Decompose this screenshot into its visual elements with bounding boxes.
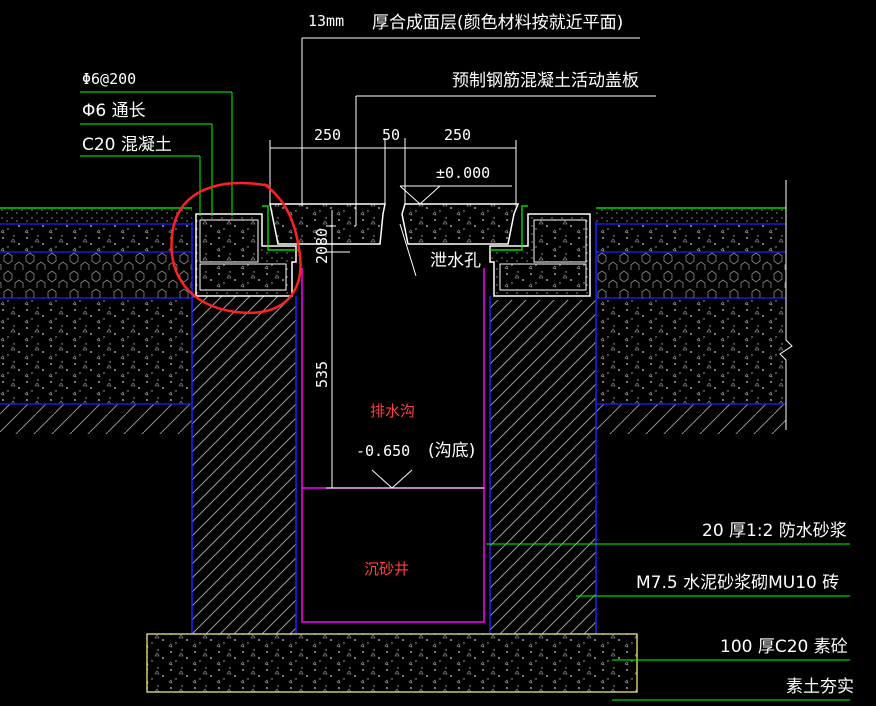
dim-height-80: 80 (313, 228, 331, 246)
dimension-lines (269, 37, 656, 489)
concrete-edge-beams (195, 205, 591, 297)
red-highlight-circle (170, 181, 302, 315)
leader-lines (80, 91, 850, 701)
cover-plates (269, 203, 520, 245)
concrete-label: C20 混凝土 (82, 135, 172, 155)
waterproof-mortar-label: 20 厚1:2 防水砂浆 (702, 521, 847, 541)
dim-width-right: 250 (444, 126, 471, 144)
surface-layer-label: 厚合成面层(颜色材料按就近平面) (372, 13, 623, 33)
rebar-long-label: Φ6 通长 (82, 101, 146, 121)
rebar-spacing-label: Φ6@200 (82, 70, 136, 88)
dim-width-gap: 50 (382, 126, 400, 144)
compacted-soil-label: 素土夯实 (786, 677, 854, 697)
dim-depth-535: 535 (313, 361, 331, 388)
ditch-label: 排水沟 (370, 402, 415, 420)
drain-hole-label: 泄水孔 (430, 251, 481, 271)
ground-layers-left (0, 207, 192, 434)
dim-width-left: 250 (314, 126, 341, 144)
surface-thickness-label: 13mm (308, 12, 344, 30)
masonry-walls (191, 222, 597, 634)
masonry-label: M7.5 水泥砂浆砌MU10 砖 (636, 573, 839, 593)
base-concrete-label: 100 厚C20 素砼 (720, 637, 848, 657)
sand-well-label: 沉砂井 (364, 560, 409, 578)
base-slab (146, 633, 638, 693)
dim-height-20: 20 (313, 246, 331, 264)
elevation-bottom-label: -0.650 (356, 442, 410, 460)
cover-plate-label: 预制钢筋混凝土活动盖板 (452, 71, 639, 91)
ground-layers-right (596, 180, 793, 434)
elevation-top-label: ±0.000 (436, 164, 490, 182)
ditch-bottom-tag: (沟底) (428, 441, 475, 461)
